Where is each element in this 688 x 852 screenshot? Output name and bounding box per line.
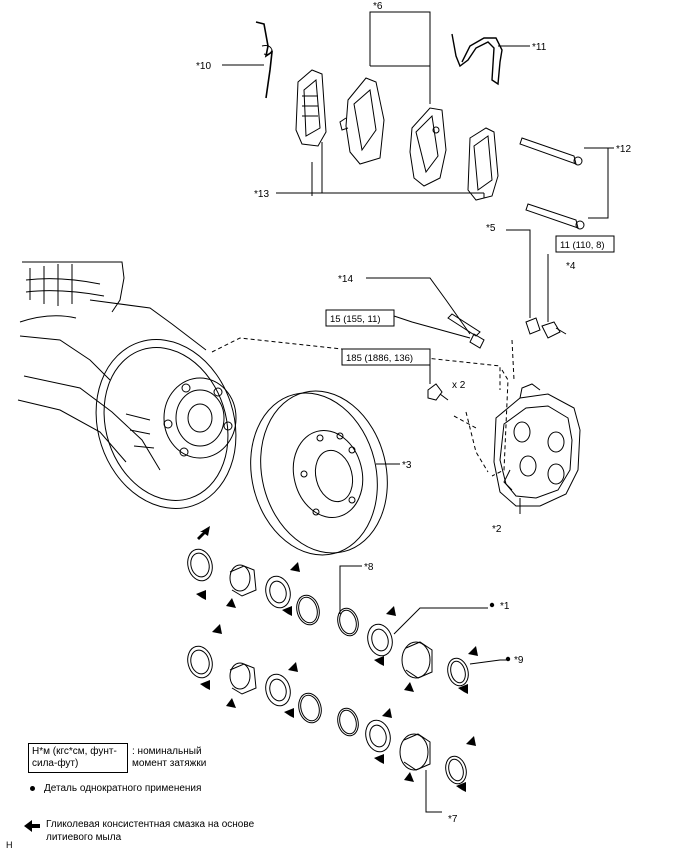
legend-torque-unit-line2: сила-фут) xyxy=(32,758,79,769)
legend-grease-line2: литиевого мыла xyxy=(46,832,122,843)
anti-rattle-spring-part xyxy=(451,33,503,86)
callout-13: *13 xyxy=(254,189,269,200)
callout-3: *3 xyxy=(402,460,412,471)
single-use-dot-1 xyxy=(489,602,495,608)
callout-6: *6 xyxy=(373,1,383,12)
pad-clip-part xyxy=(255,21,273,99)
torque-value-4: 11 (110, 8) xyxy=(560,240,605,251)
callout-10: *10 xyxy=(196,61,211,72)
torque-box-4 xyxy=(555,235,615,253)
legend-grease-line1: Гликолевая консистентная смазка на основ… xyxy=(46,819,255,830)
piston-seal-parts xyxy=(187,548,469,785)
callout-9: *9 xyxy=(514,655,524,666)
union-bolt-part xyxy=(447,313,485,349)
leader-6 xyxy=(369,11,431,104)
callout-14: *14 xyxy=(338,274,353,285)
leader-1 xyxy=(393,607,488,635)
pad-pin-lower-part xyxy=(525,203,585,230)
disc-rotor-part xyxy=(250,390,388,556)
bleeder-cap-part xyxy=(525,317,541,335)
legend-single-use: Деталь однократного применения xyxy=(44,783,202,794)
callout-7: *7 xyxy=(448,814,458,825)
callout-4: *4 xyxy=(566,261,576,272)
single-use-dot-icon xyxy=(30,786,35,791)
leader-8 xyxy=(339,565,362,614)
leader-9 xyxy=(469,659,510,665)
steering-knuckle-assembly xyxy=(17,261,237,509)
callout-11: *11 xyxy=(532,42,547,53)
torque-box-bolt xyxy=(341,348,431,366)
brake-pad-inner-part xyxy=(339,77,385,165)
quantity-label: x 2 xyxy=(452,380,466,391)
corner-mark: H xyxy=(6,840,13,850)
leader-7 xyxy=(425,770,442,813)
callout-2: *2 xyxy=(492,524,502,535)
leader-12 xyxy=(584,147,609,219)
leader-5 xyxy=(506,229,531,318)
callout-1: *1 xyxy=(500,601,510,612)
torque-value-14: 15 (155, 11) xyxy=(330,314,381,325)
disc-brake-caliper-part xyxy=(493,383,581,507)
torque-box-14 xyxy=(325,309,395,327)
caliper-mounting-bolt-part xyxy=(427,383,449,401)
anti-squeal-shim-a-part xyxy=(295,69,327,147)
bleeder-plug-part xyxy=(541,321,567,339)
pad-pin-upper-part xyxy=(519,137,583,166)
legend-torque-desc-line1: : номинальный xyxy=(132,746,202,757)
legend-torque-unit-box: Н*м (кгс*см, фунт- сила-фут) xyxy=(28,743,128,773)
anti-squeal-shim-b-part xyxy=(467,127,499,201)
legend-torque-unit-line1: Н*м (кгс*см, фунт- xyxy=(32,746,117,757)
single-use-dot-9 xyxy=(505,656,511,662)
legend-torque-desc-line2: момент затяжки xyxy=(132,758,207,769)
brake-pad-outer-part xyxy=(409,107,447,187)
grease-arrow-icon xyxy=(24,820,40,832)
grease-arrows xyxy=(196,526,478,792)
callout-12: *12 xyxy=(616,144,631,155)
callout-8: *8 xyxy=(364,562,374,573)
leader-14 xyxy=(366,277,471,335)
torque-value-bolt: 185 (1886, 136) xyxy=(346,353,413,364)
callout-5: *5 xyxy=(486,223,496,234)
